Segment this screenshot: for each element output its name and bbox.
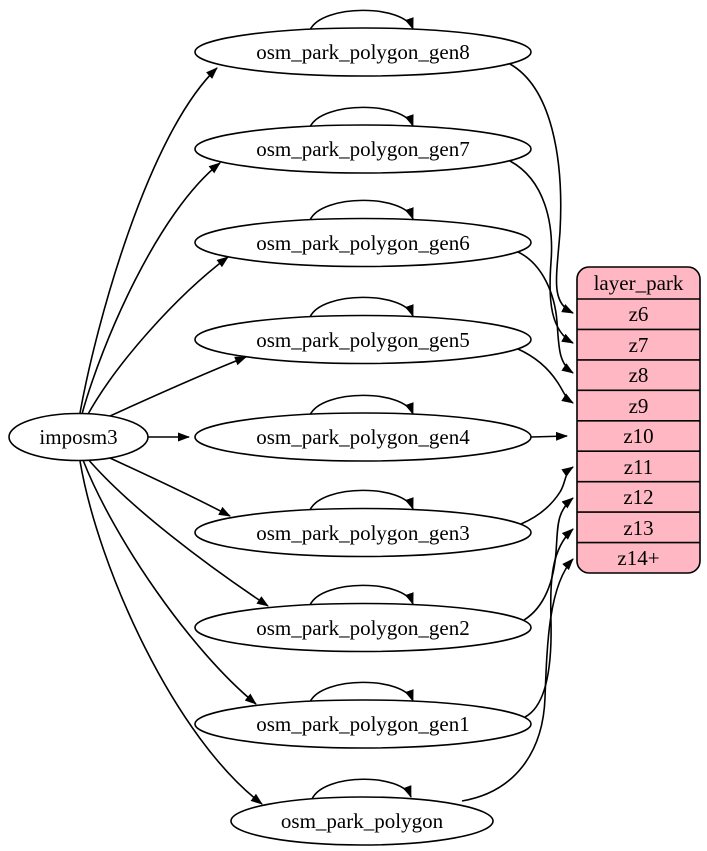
edge-imposm3-to-gen7: [81, 162, 221, 415]
edge-imposm3-to-polygon: [79, 460, 263, 805]
node-imposm3-shape: [8, 412, 149, 462]
edge-imposm3-to-gen3: [98, 452, 231, 517]
node-polygon-shape: [230, 796, 494, 846]
edge-imposm3-to-gen2: [86, 457, 269, 607]
node-gen3-label: osm_park_polygon_gen3: [256, 521, 469, 545]
layer-park-header: layer_park: [594, 271, 684, 295]
node-gen6-label: osm_park_polygon_gen6: [256, 231, 469, 255]
node-gen3-shape: [194, 507, 532, 558]
edge-gen2-to-z12: [523, 497, 574, 621]
node-gen1-label: osm_park_polygon_gen1: [256, 712, 469, 736]
node-layer-park: layer_park z6 z7 z8 z9 z10 z11 z12 z13 z…: [576, 266, 701, 574]
edges-to-layer: [461, 63, 574, 802]
self-loop-polygon: [311, 778, 412, 800]
layer-row-z14plus: z14+: [617, 546, 659, 570]
edge-gen5-to-z9: [517, 348, 574, 404]
node-osm-park-polygon-gen8: osm_park_polygon_gen8: [194, 27, 532, 77]
self-loop-gen6: [309, 199, 414, 221]
layer-row-z10: z10: [623, 424, 653, 448]
node-gen2-shape: [194, 602, 532, 653]
layer-row-z9: z9: [629, 394, 649, 418]
self-loop-gen3: [309, 489, 414, 511]
self-loop-gen7: [309, 106, 414, 128]
self-loop-gen5: [309, 296, 414, 318]
node-gen8-shape: [194, 27, 532, 77]
layer-row-z13: z13: [623, 516, 653, 540]
node-gen6-shape: [194, 217, 532, 268]
node-polygon-label: osm_park_polygon: [281, 809, 444, 833]
node-imposm3-label: imposm3: [39, 425, 117, 449]
layer-row-z7: z7: [629, 333, 649, 357]
edge-polygon-to-z14plus: [461, 558, 574, 802]
self-loop-gen8: [309, 9, 414, 31]
edge-imposm3-to-gen8: [79, 67, 218, 414]
edge-imposm3-to-gen5: [98, 356, 247, 422]
edge-gen8-to-z6: [509, 63, 574, 314]
node-osm-park-polygon-gen1: osm_park_polygon_gen1: [194, 699, 532, 749]
node-gen8-label: osm_park_polygon_gen8: [256, 40, 469, 64]
node-osm-park-polygon-gen3: osm_park_polygon_gen3: [194, 507, 532, 558]
edges-from-source: [79, 67, 269, 805]
node-gen4-shape: [194, 412, 532, 462]
node-gen2-label: osm_park_polygon_gen2: [256, 616, 469, 640]
self-loop-edges: [309, 9, 414, 800]
layer-row-z8: z8: [629, 363, 649, 387]
self-loop-gen4: [309, 394, 414, 416]
edge-gen1-to-z13: [524, 528, 574, 718]
edge-imposm3-to-gen1: [82, 459, 257, 705]
node-osm-park-polygon-gen6: osm_park_polygon_gen6: [194, 217, 532, 268]
node-osm-park-polygon-gen2: osm_park_polygon_gen2: [194, 602, 532, 653]
node-gen7-label: osm_park_polygon_gen7: [256, 137, 469, 161]
node-osm-park-polygon-gen4: osm_park_polygon_gen4: [194, 412, 532, 462]
node-gen4-label: osm_park_polygon_gen4: [256, 425, 470, 449]
node-imposm3: imposm3: [8, 412, 149, 462]
self-loop-gen2: [309, 584, 414, 606]
node-gen1-shape: [194, 699, 532, 749]
layer-row-z11: z11: [624, 455, 654, 479]
edge-gen3-to-z11: [520, 466, 574, 525]
edge-imposm3-to-gen6: [86, 256, 229, 417]
self-loop-gen1: [309, 681, 414, 703]
layer-row-z6: z6: [629, 302, 649, 326]
node-gen5-shape: [194, 314, 532, 365]
layer-row-z12: z12: [623, 485, 653, 509]
node-osm-park-polygon-gen5: osm_park_polygon_gen5: [194, 314, 532, 365]
node-osm-park-polygon-gen7: osm_park_polygon_gen7: [194, 124, 532, 174]
node-gen5-label: osm_park_polygon_gen5: [256, 328, 469, 352]
node-gen7-shape: [194, 124, 532, 174]
edge-gen4-to-z10: [530, 431, 568, 441]
node-osm-park-polygon: osm_park_polygon: [230, 796, 494, 846]
edge-gen6-to-z8: [517, 251, 574, 374]
